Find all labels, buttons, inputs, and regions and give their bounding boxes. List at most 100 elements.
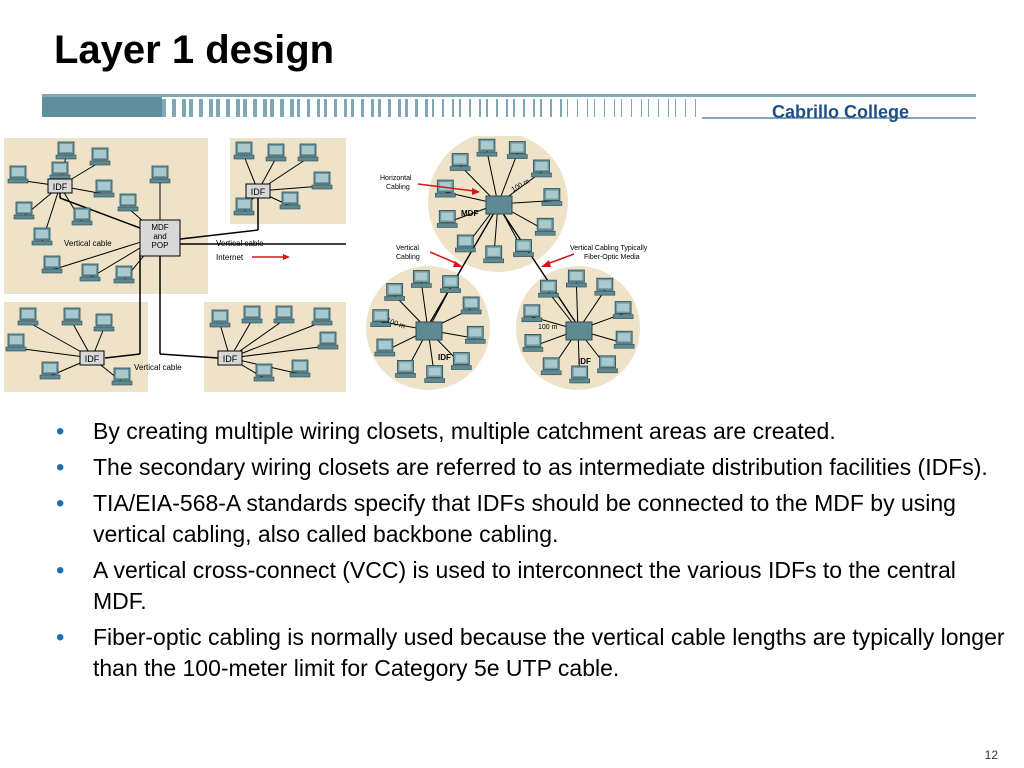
computer-icon <box>451 352 472 370</box>
idf-label: IDF <box>53 182 68 192</box>
computer-icon <box>71 207 93 226</box>
computer-icon <box>411 270 432 288</box>
brand-logo-text: Cabrillo College <box>772 102 910 122</box>
computer-icon <box>522 334 544 352</box>
computer-icon <box>149 165 171 184</box>
page-number: 12 <box>984 748 998 762</box>
bullet-item: By creating multiple wiring closets, mul… <box>56 416 1006 447</box>
computer-icon <box>117 193 139 212</box>
bullet-item: TIA/EIA-568-A standards specify that IDF… <box>56 488 1006 550</box>
computer-icon <box>531 159 552 178</box>
horizontal-cabling-label: Horizontal <box>380 175 412 182</box>
computer-icon <box>513 239 534 257</box>
computer-icon <box>436 210 458 228</box>
computer-icon <box>311 307 333 326</box>
computer-icon <box>540 357 562 376</box>
idf-label: IDF <box>438 353 451 362</box>
computer-icon <box>241 305 263 324</box>
vertical-cabling-label: Cabling <box>396 254 420 261</box>
computer-icon <box>569 365 590 384</box>
fiber-optic-note: Fiber-Optic Media <box>584 254 640 261</box>
computer-icon <box>506 141 528 159</box>
computer-icon <box>317 331 339 350</box>
svg-text:POP: POP <box>152 241 169 250</box>
computer-icon <box>449 153 471 171</box>
computer-icon <box>541 188 563 206</box>
computer-icon <box>233 141 255 160</box>
idf-box-topleft: IDF <box>47 178 73 194</box>
idf-label: IDF <box>578 357 591 366</box>
computer-icon <box>594 277 616 296</box>
computer-icon <box>464 325 486 344</box>
vertical-cable-label: Vertical cable <box>134 363 182 372</box>
computer-icon <box>273 305 295 324</box>
computer-icon <box>613 330 635 349</box>
computer-icon <box>7 165 29 184</box>
computer-icon <box>424 365 445 383</box>
computer-icon <box>374 338 396 357</box>
idf-label: IDF <box>251 187 266 197</box>
right-hierarchy-diagram: MDF IDF IDF 100 m 100 m 100 m Horizontal… <box>366 136 648 390</box>
computer-icon <box>435 179 456 198</box>
computer-icon <box>17 307 39 326</box>
computer-icon <box>111 367 133 386</box>
left-floorplan-diagram: IDF IDF IDF IDF MDF and POP Vertical cab… <box>4 138 346 392</box>
computer-icon <box>395 359 416 378</box>
computer-icon <box>370 309 392 327</box>
idf-label: IDF <box>85 354 100 364</box>
computer-icon <box>79 263 101 282</box>
idf-label: IDF <box>223 354 238 364</box>
internet-label: Internet <box>216 253 244 262</box>
computer-icon <box>483 245 505 264</box>
slide-title: Layer 1 design <box>54 28 335 72</box>
computer-icon <box>5 333 27 352</box>
computer-icon <box>289 359 311 378</box>
bullet-item: Fiber-optic cabling is normally used bec… <box>56 622 1006 684</box>
computer-icon <box>93 313 115 332</box>
horizontal-cabling-label: Cabling <box>386 184 410 191</box>
computer-icon <box>89 147 111 166</box>
computer-icon <box>49 161 71 180</box>
bullet-item: A vertical cross-connect (VCC) is used t… <box>56 555 1006 617</box>
fiber-optic-note: Vertical Cabling Typically <box>570 245 648 252</box>
computer-icon <box>113 265 135 284</box>
distance-label: 100 m <box>538 324 558 331</box>
computer-icon <box>460 296 482 315</box>
computer-icon <box>297 143 319 162</box>
computer-icon <box>209 309 231 328</box>
bullet-list: By creating multiple wiring closets, mul… <box>56 416 1006 689</box>
computer-icon <box>41 255 63 274</box>
computer-icon <box>55 141 77 160</box>
mdf-pop-box: MDF and POP <box>139 219 181 257</box>
computer-icon <box>253 363 275 382</box>
network-diagram: IDF IDF IDF IDF MDF and POP Vertical cab… <box>4 136 648 392</box>
computer-icon <box>265 143 287 162</box>
header-decorative-bar <box>42 94 976 119</box>
bullet-item: The secondary wiring closets are referre… <box>56 452 1006 483</box>
idf-box-bottomright: IDF <box>217 350 243 366</box>
computer-icon <box>538 279 559 298</box>
vertical-cable-label: Vertical cable <box>216 239 264 248</box>
computer-icon <box>61 307 83 326</box>
mdf-label: MDF <box>461 209 478 218</box>
svg-text:and: and <box>153 232 166 241</box>
computer-icon <box>476 138 498 157</box>
svg-text:MDF: MDF <box>151 223 168 232</box>
computer-icon <box>612 301 634 319</box>
computer-icon <box>384 283 405 301</box>
computer-icon <box>521 304 543 323</box>
computer-icon <box>93 179 115 198</box>
computer-icon <box>440 275 461 293</box>
computer-icon <box>566 269 587 288</box>
computer-icon <box>233 197 255 216</box>
computer-icon <box>311 171 333 190</box>
computer-icon <box>597 355 618 374</box>
computer-icon <box>279 191 301 210</box>
vertical-cabling-label: Vertical <box>396 245 419 252</box>
vertical-cable-label: Vertical cable <box>64 239 112 248</box>
idf-box-bottomleft: IDF <box>79 350 105 366</box>
computer-icon <box>454 234 476 253</box>
idf-box-topright: IDF <box>245 183 271 199</box>
computer-icon <box>39 361 61 380</box>
computer-icon <box>534 217 556 236</box>
